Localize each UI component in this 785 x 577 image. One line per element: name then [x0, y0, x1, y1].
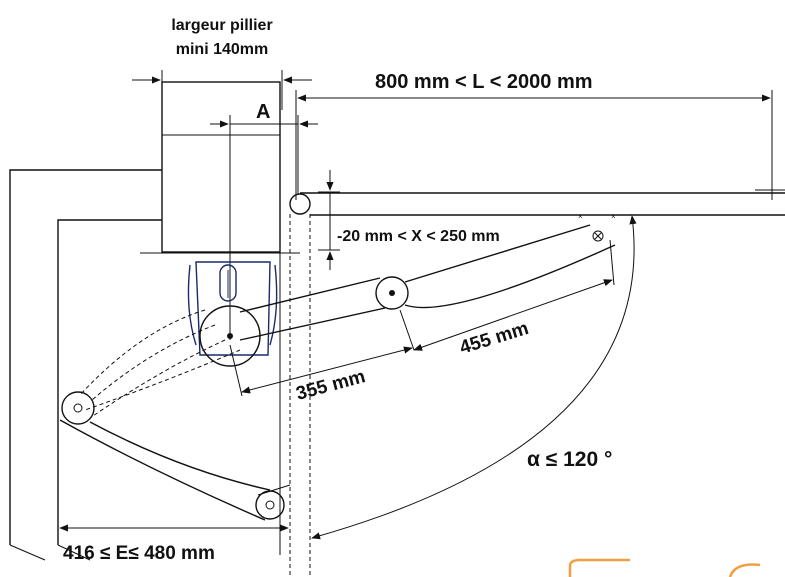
- wall-outline: [9, 169, 162, 561]
- offset-a-label: A: [256, 101, 270, 123]
- orange-accent-shape: [568, 558, 761, 577]
- opening-angle-label: α ≤ 120 °: [527, 448, 612, 471]
- svg-text:×: ×: [578, 212, 583, 221]
- pillar-width-label-line1: largeur pillier: [171, 17, 272, 34]
- pillar-width-dimension: [132, 70, 312, 110]
- opening-angle-arc: [311, 215, 637, 540]
- hinge-circle: [289, 193, 311, 215]
- offset-a-dimension: [210, 115, 318, 195]
- offset-x-label: -20 mm < X < 250 mm: [337, 228, 500, 245]
- arm-long-label: 455 mm: [457, 318, 531, 359]
- pillar-block: [140, 81, 300, 555]
- motor-body: [187, 261, 278, 367]
- gate-length-label: 800 mm < L < 2000 mm: [375, 71, 593, 93]
- hinge-axis-lines: [289, 214, 311, 577]
- open-elbow-joint: [61, 391, 95, 425]
- arm-open-dashed: [59, 309, 291, 521]
- gate-length-dimension: [295, 90, 773, 200]
- offset-e-label: 416 ≤ E≤ 480 mm: [63, 543, 215, 564]
- arm-short-label: 355 mm: [294, 366, 368, 405]
- offset-x-dimension: [318, 170, 340, 270]
- pillar-width-label-line2: mini 140mm: [176, 41, 268, 58]
- gate-leaf: [289, 189, 785, 216]
- svg-text:×: ×: [611, 212, 616, 221]
